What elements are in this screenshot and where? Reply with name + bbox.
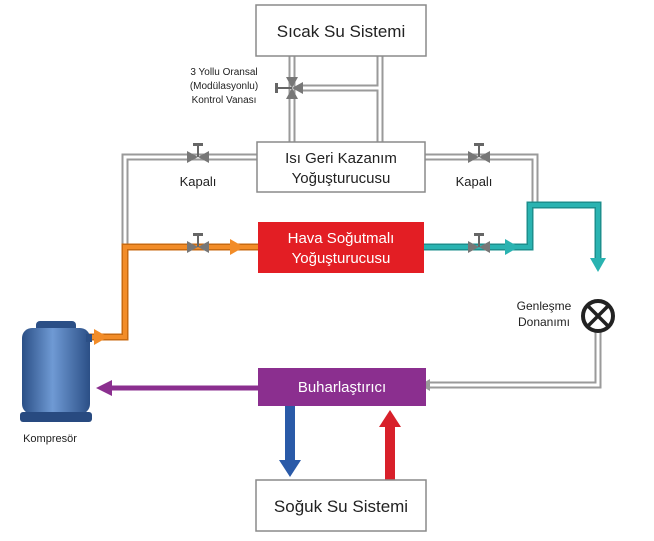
orange-piping (88, 239, 258, 345)
three-way-valve-label-line3: Kontrol Vanası (192, 95, 257, 106)
air-cooled-label-line2: Yoğuşturucusu (292, 250, 391, 267)
air-cooled-label-line1: Hava Soğutmalı (288, 230, 395, 247)
cold-water-system-label: Soğuk Su Sistemi (274, 497, 408, 516)
three-way-valve-label-line1: 3 Yollu Oransal (190, 67, 257, 78)
closed-label-right: Kapalı (456, 174, 493, 189)
compressor-icon (20, 321, 92, 422)
heat-recovery-label-line2: Yoğuşturucusu (292, 170, 391, 187)
hot-water-system-box (255, 4, 427, 57)
blue-supply-arrow (279, 406, 301, 477)
cold-water-system-box (255, 479, 427, 532)
gate-valve-right-top[interactable] (468, 143, 490, 163)
evaporator-label: Buharlaştırıcı (298, 379, 386, 396)
three-way-valve[interactable] (275, 77, 303, 99)
evaporator-box (258, 368, 426, 406)
heat-recovery-condenser-box (256, 141, 426, 193)
gate-valve-left-top[interactable] (187, 143, 209, 163)
closed-label-left: Kapalı (180, 174, 217, 189)
expansion-label-line1: Genleşme (517, 299, 572, 313)
heat-recovery-label-line1: Isı Geri Kazanım (285, 150, 397, 167)
red-return-arrow (379, 410, 401, 480)
gate-valve-teal[interactable] (468, 233, 490, 253)
gate-valve-orange[interactable] (187, 233, 209, 253)
expansion-valve-icon (581, 299, 615, 333)
teal-piping (424, 201, 606, 272)
hot-water-system-label: Sıcak Su Sistemi (277, 22, 406, 41)
compressor-label: Kompresör (23, 433, 77, 445)
purple-piping (96, 380, 258, 396)
air-cooled-condenser-box (258, 222, 424, 273)
expansion-label-line2: Donanımı (518, 315, 570, 329)
three-way-valve-label-line2: (Modülasyonlu) (190, 81, 258, 92)
